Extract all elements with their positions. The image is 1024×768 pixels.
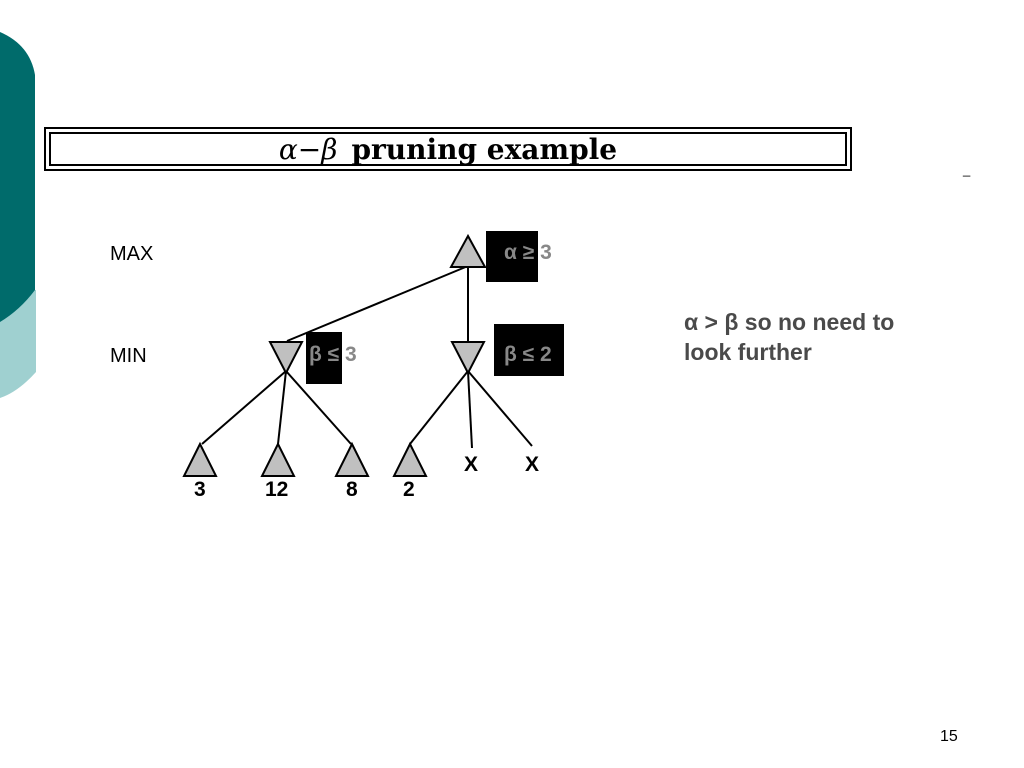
decoration-light-shape — [0, 290, 36, 398]
title-text: pruning example — [351, 132, 618, 166]
edge-root-minleft — [286, 265, 469, 342]
title-frame: α−β pruning example — [44, 127, 852, 171]
pruned-leaf-1: X — [464, 453, 479, 476]
min-right-node — [450, 341, 486, 376]
pruned-leaf-2: X — [525, 453, 540, 476]
min-right-bound-label: β ≤ 2 — [504, 343, 552, 366]
min-left-bound-box — [306, 332, 342, 384]
page-number: 15 — [940, 728, 958, 745]
edge-minright-pruned2 — [467, 370, 533, 447]
max-root-node — [449, 233, 487, 268]
leaf-value-1: 3 — [194, 478, 206, 501]
edge-minleft-leaf3 — [285, 370, 352, 445]
root-bound-box — [486, 231, 538, 282]
root-bound-label: α ≥ 3 — [504, 241, 552, 264]
leaf-value-4: 2 — [403, 478, 415, 501]
leaf-node-1 — [182, 441, 218, 477]
leaf-value-2: 12 — [265, 478, 289, 501]
edge-minright-pruned1 — [467, 370, 473, 449]
title-math: α−β — [278, 132, 338, 166]
edge-minleft-leaf2 — [277, 370, 287, 445]
page-title: α−β pruning example — [49, 132, 847, 166]
min-level-label: MIN — [110, 345, 147, 367]
min-left-node — [268, 341, 304, 376]
leaf-value-3: 8 — [346, 478, 358, 501]
corner-mark: _ — [963, 162, 971, 177]
max-level-label: MAX — [110, 243, 154, 265]
leaf-node-2 — [260, 441, 296, 477]
edge-minright-leaf4 — [409, 370, 469, 445]
explanation-note: α > β so no need to look further — [684, 309, 895, 365]
leaf-node-4 — [392, 441, 428, 477]
decoration-dark-shape — [0, 32, 35, 322]
min-right-bound-box — [494, 324, 564, 376]
min-left-bound-label: β ≤ 3 — [309, 343, 357, 366]
slide-decoration — [0, 32, 36, 398]
leaf-node-3 — [334, 441, 370, 477]
edge-minleft-leaf1 — [201, 370, 287, 445]
